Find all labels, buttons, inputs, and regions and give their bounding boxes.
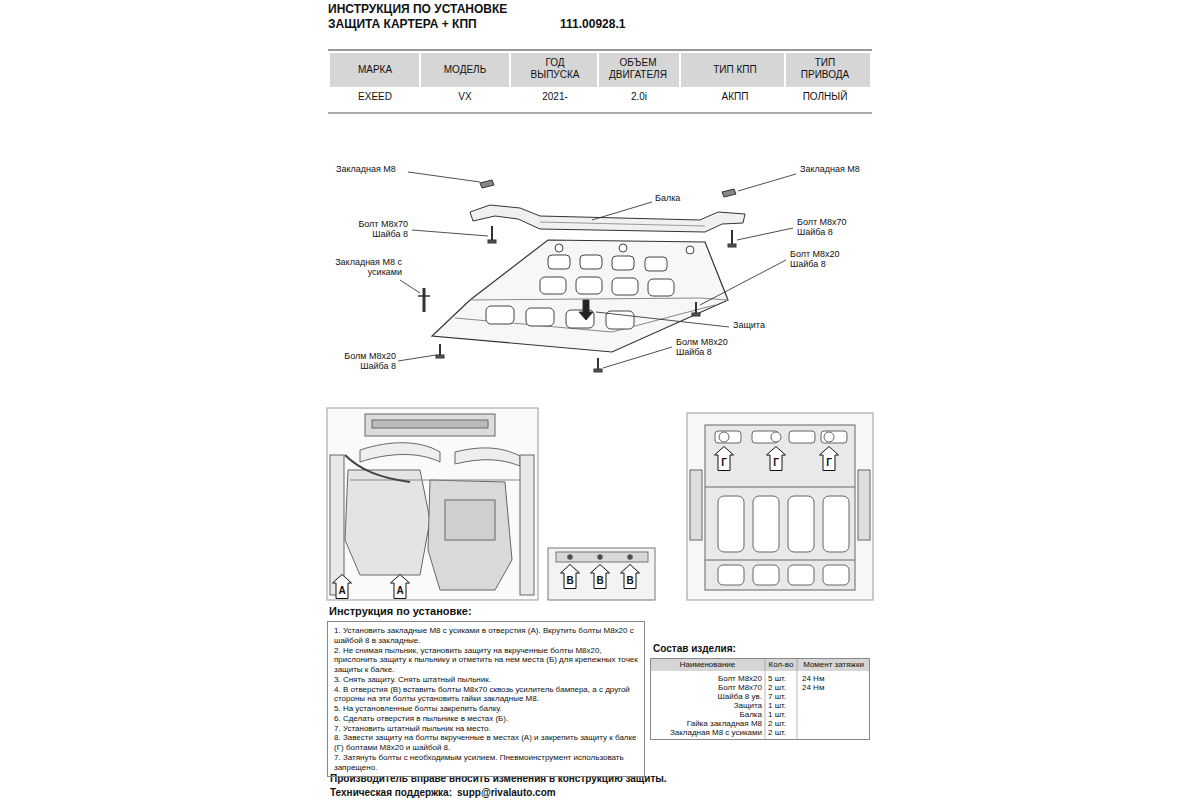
table-cell: Закладная М8 с усиками — [650, 728, 762, 737]
part-label: Болм М8х20 Шайба 8 — [340, 351, 396, 372]
parts-table: Состав изделия: — [650, 658, 870, 740]
callout-arrow: Г — [766, 446, 786, 471]
instruction-step: 4. В отверстия (В) вставить болты М8х70 … — [334, 685, 638, 705]
table-header: ТИП КПП — [690, 64, 780, 76]
callout-letter: Г — [823, 456, 835, 469]
table-cell: 2 шт. — [768, 683, 797, 692]
table-cell: Защита — [650, 701, 762, 710]
callout-letter: В — [624, 574, 636, 587]
instruction-step: 6. Сделать отверстия в пыльнике в местах… — [334, 714, 638, 724]
instruction-step: 5. На установленные болты закрепить балк… — [334, 704, 638, 714]
table-cell: 5 шт. — [768, 674, 797, 683]
callout-letter: А — [336, 584, 348, 597]
table-header-band — [651, 659, 869, 671]
table-cell: VX — [420, 91, 510, 103]
callout-letter: Г — [718, 456, 730, 469]
instruction-step: 7. Затянуть болты с необходимым усилием.… — [334, 753, 638, 773]
callout-arrow: В — [590, 564, 610, 589]
table-cell: 2.0i — [598, 91, 680, 103]
rule-line — [328, 50, 872, 51]
part-label: Болм М8х20 Шайба 8 — [676, 337, 732, 358]
box-heading: Инструкция по установке: — [329, 605, 472, 617]
callout-arrow: Г — [819, 446, 839, 471]
table-heading: Состав изделия: — [653, 643, 736, 654]
table-cell: 2 шт. — [768, 728, 797, 737]
callout-letter: В — [564, 574, 576, 587]
table-cell: 1 шт. — [768, 701, 797, 710]
footer-note: Техническая поддержка: — [330, 787, 452, 799]
article-number: 111.00928.1 — [560, 18, 625, 32]
part-label: Болт М8х20 Шайба 8 — [790, 249, 846, 270]
table-header: Момент затяжки — [797, 660, 870, 669]
table-cell: АКПП — [690, 91, 780, 103]
part-label: Болт М8х70 Шайба 8 — [797, 217, 853, 238]
table-cell: 2 шт. — [768, 719, 797, 728]
table-cell: Гайка закладная М8 — [650, 719, 762, 728]
table-cell: 1 шт. — [768, 710, 797, 719]
table-cell: ПОЛНЫЙ — [780, 91, 870, 103]
table-header: Кол-во — [765, 660, 797, 669]
support-email: supp@rivalauto.com — [457, 787, 556, 799]
document-title: ИНСТРУКЦИЯ ПО УСТАНОВКЕ — [328, 3, 507, 17]
bumper-inset-sketch — [548, 548, 655, 600]
instruction-step: 1. Установить закладные М8 с усиками в о… — [334, 626, 638, 646]
table-cell: 24 Нм — [802, 674, 824, 683]
table-cell: 24 Нм — [802, 683, 824, 692]
callout-letter: Г — [770, 456, 782, 469]
rule-line — [328, 113, 872, 114]
table-header: МОДЕЛЬ — [420, 64, 510, 76]
part-label: Балка — [655, 193, 680, 203]
table-cell: Шайба 8 ув. — [650, 692, 762, 701]
callout-letter: В — [594, 574, 606, 587]
table-cell: Балка — [650, 710, 762, 719]
table-cell: EXEED — [330, 91, 420, 103]
callout-arrow: А — [390, 574, 410, 599]
exploded-view — [418, 180, 745, 372]
table-header: Наименование — [650, 660, 765, 669]
table-cell: Болт М8х20 — [650, 674, 762, 683]
header-band — [330, 53, 870, 87]
instruction-step: 3. Снять защиту. Снять штатный пыльник. — [334, 675, 638, 685]
part-label: Закладная М8 — [800, 164, 860, 174]
engine-bay-sketch — [327, 408, 538, 600]
part-label: Закладная М8 — [336, 164, 396, 174]
leader-lines — [398, 172, 796, 368]
table-lines — [765, 659, 797, 739]
callout-letter: А — [394, 584, 406, 597]
instruction-box: Инструкция по установке:1. Установить за… — [327, 621, 645, 777]
table-header: МАРКА — [330, 64, 420, 76]
table-header: ТИП ПРИВОДА — [792, 57, 858, 80]
table-header: ГОД ВЫПУСКА — [525, 57, 585, 80]
footer-note: Производитель вправе вносить изменения в… — [330, 773, 667, 785]
table-cell: 2021- — [510, 91, 600, 103]
callout-arrow: В — [560, 564, 580, 589]
instruction-step: 7. Установить штатный пыльник на место. — [334, 724, 638, 734]
table-header: ОБЪЕМ ДВИГАТЕЛЯ — [597, 57, 679, 80]
callout-arrow: А — [332, 574, 352, 599]
callout-arrow: В — [620, 564, 640, 589]
instruction-step: 2. Не снимая пыльник, установить защиту … — [334, 646, 638, 675]
document-subtitle: ЗАЩИТА КАРТЕРА + КПП — [328, 18, 477, 32]
part-label: Защита — [733, 320, 765, 330]
table-cell: 7 шт. — [768, 692, 797, 701]
table-cell: Болт М8х70 — [650, 683, 762, 692]
instruction-step: 8. Завести защиту на болты вкрученные в … — [334, 733, 638, 753]
column-separators — [420, 53, 785, 87]
part-label: Болт М8х70 Шайба 8 — [352, 219, 408, 240]
callout-arrow: Г — [714, 446, 734, 471]
installed-plate-sketch — [687, 413, 873, 600]
part-label: Закладная М8 с усиками — [330, 257, 402, 278]
